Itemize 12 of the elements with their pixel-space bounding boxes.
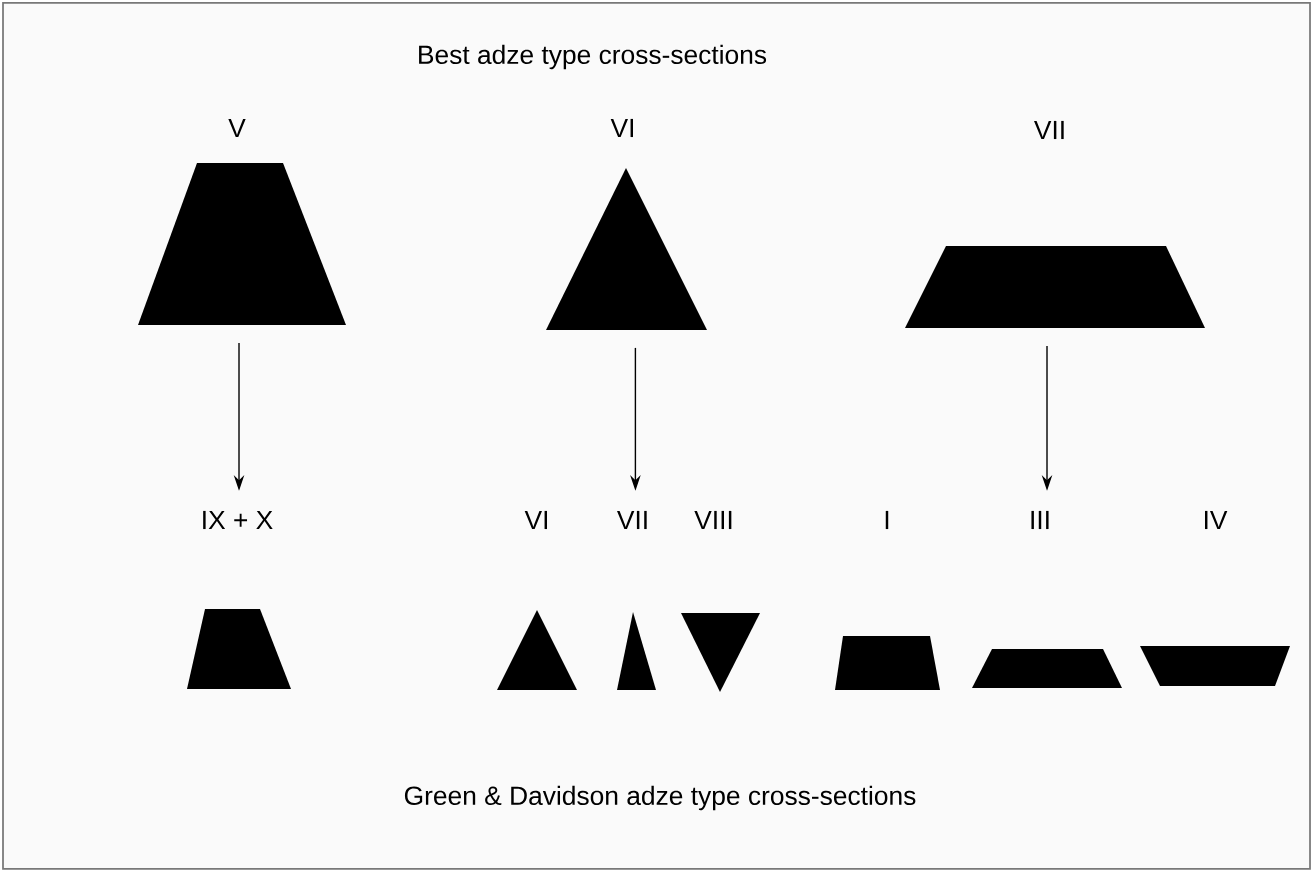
numeral-label: VII [617,510,647,530]
numeral-label: VI [524,510,547,530]
title: Best adze type cross-sections [419,44,767,70]
caption: Green & Davidson adze type cross-sections [404,785,916,811]
numeral-label: VIII [694,510,732,530]
numeral-label: IV [1205,510,1228,530]
numeral-label: VII [1034,120,1064,140]
numeral-label: V [228,118,246,138]
numeral-label: IX + X [203,510,273,530]
numeral-label: III [1031,510,1049,530]
numeral-label: I [885,510,889,530]
numeral-label: VI [610,118,633,138]
